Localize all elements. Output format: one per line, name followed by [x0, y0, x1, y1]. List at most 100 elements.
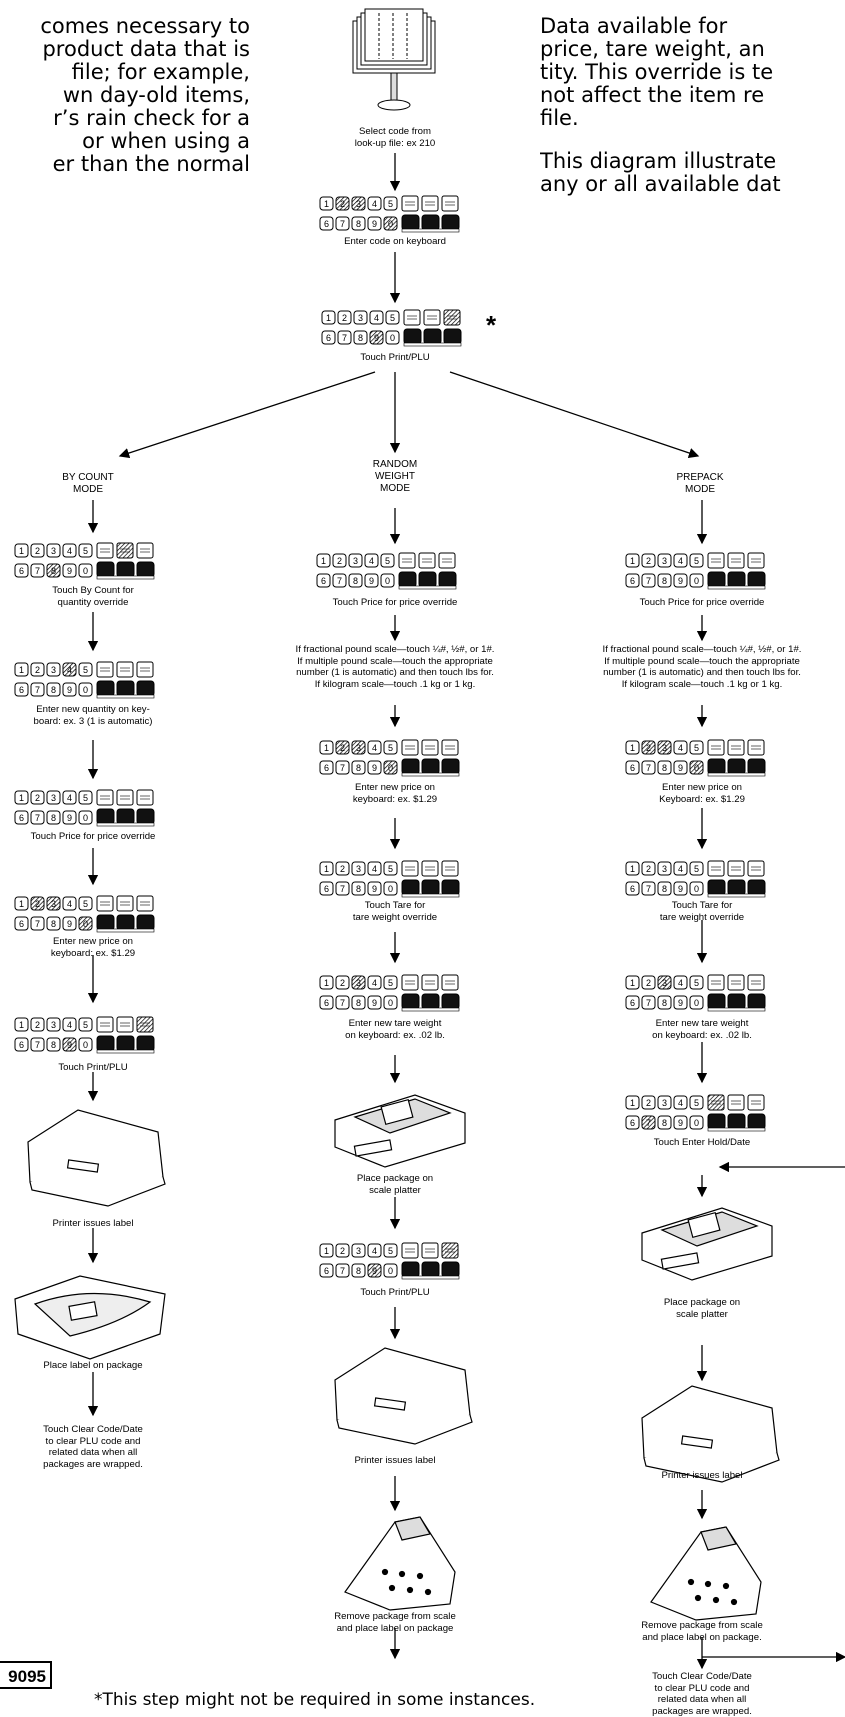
keypad-key: 9 — [62, 916, 77, 931]
keypad-key: 4 — [673, 975, 688, 990]
svg-text:4: 4 — [67, 546, 72, 556]
svg-text:8: 8 — [356, 884, 361, 894]
svg-text:5: 5 — [388, 743, 393, 753]
enter-clear-key — [418, 571, 437, 588]
enter-clear-key — [116, 1035, 135, 1052]
function-key — [96, 542, 114, 559]
function-key — [727, 552, 745, 569]
keypad-key: 4 — [369, 310, 384, 325]
keypad-key: 2 — [641, 740, 656, 755]
enter-clear-key — [96, 680, 115, 697]
svg-text:2: 2 — [35, 1020, 40, 1030]
enter-clear-key — [441, 993, 460, 1010]
svg-text:5: 5 — [694, 743, 699, 753]
svg-text:2: 2 — [646, 864, 651, 874]
svg-text:4: 4 — [678, 743, 683, 753]
keypad-key: 6 — [319, 1263, 334, 1278]
function-key — [418, 552, 436, 569]
svg-text:2: 2 — [337, 556, 342, 566]
label-random-4: Touch Tare for tare weight override — [352, 900, 438, 923]
keypad-key: 7 — [335, 760, 350, 775]
function-key — [136, 1016, 154, 1033]
label-prepack-5: Enter new tare weight on keyboard: ex. .… — [652, 1018, 752, 1041]
svg-text:6: 6 — [630, 998, 635, 1008]
mode-random-weight: RANDOM WEIGHT MODE — [372, 459, 418, 494]
keypad-key: 1 — [319, 975, 334, 990]
svg-text:6: 6 — [324, 763, 329, 773]
function-key — [116, 1016, 134, 1033]
function-key — [116, 789, 134, 806]
keypad-key: 0 — [689, 573, 704, 588]
keypad-key: 8 — [351, 216, 366, 231]
function-key — [421, 974, 439, 991]
function-key — [421, 860, 439, 877]
svg-text:8: 8 — [51, 1040, 56, 1050]
enter-clear-key — [423, 328, 442, 345]
keypad-key: 4 — [367, 196, 382, 211]
svg-text:0: 0 — [83, 1040, 88, 1050]
keypad-key: 5 — [689, 1095, 704, 1110]
keypad-key: 4 — [673, 740, 688, 755]
svg-text:0: 0 — [388, 763, 393, 773]
function-key — [96, 895, 114, 912]
document-number-box: 9095 — [0, 1661, 52, 1689]
svg-text:1: 1 — [324, 743, 329, 753]
keypad-key: 7 — [335, 881, 350, 896]
keypad-key: 9 — [364, 573, 379, 588]
function-key — [707, 860, 725, 877]
svg-text:3: 3 — [358, 313, 363, 323]
svg-text:2: 2 — [646, 556, 651, 566]
function-key — [747, 860, 765, 877]
keypad-key: 4 — [62, 543, 77, 558]
svg-text:9: 9 — [374, 333, 379, 343]
function-key — [727, 860, 745, 877]
printer-illustration-random — [334, 1347, 473, 1445]
enter-clear-key — [441, 879, 460, 896]
svg-text:7: 7 — [35, 919, 40, 929]
keypad-key: 6 — [319, 995, 334, 1010]
keypad-key: 2 — [335, 975, 350, 990]
enter-clear-key — [747, 1113, 766, 1130]
svg-text:2: 2 — [35, 793, 40, 803]
svg-text:3: 3 — [356, 743, 361, 753]
svg-text:7: 7 — [646, 763, 651, 773]
svg-text:0: 0 — [83, 813, 88, 823]
svg-text:2: 2 — [35, 546, 40, 556]
svg-text:9: 9 — [67, 813, 72, 823]
function-key — [707, 552, 725, 569]
svg-text:5: 5 — [694, 864, 699, 874]
enter-clear-key — [441, 1261, 460, 1278]
svg-text:3: 3 — [356, 199, 361, 209]
keypad-key: 5 — [383, 975, 398, 990]
keypad-key: 9 — [673, 760, 688, 775]
keypad-key: 2 — [335, 740, 350, 755]
keypad-key: 0 — [78, 1037, 93, 1052]
keypad-key: 5 — [78, 543, 93, 558]
label-count-6: Printer issues label — [52, 1218, 134, 1229]
keypad-key: 1 — [625, 975, 640, 990]
footnote: *This step might not be required in some… — [94, 1690, 536, 1710]
keypad-key: 2 — [30, 1017, 45, 1032]
svg-text:0: 0 — [388, 998, 393, 1008]
keypad-key: 3 — [657, 740, 672, 755]
svg-text:4: 4 — [67, 1020, 72, 1030]
keypad-key: 9 — [673, 573, 688, 588]
enter-clear-key — [707, 571, 726, 588]
scale-illustration-random — [334, 1094, 466, 1168]
keypad-key: 6 — [14, 916, 29, 931]
svg-text:0: 0 — [385, 576, 390, 586]
keypad-key: 0 — [78, 682, 93, 697]
keypad-key: 9 — [367, 881, 382, 896]
svg-text:3: 3 — [662, 556, 667, 566]
keypad-key: 8 — [348, 573, 363, 588]
svg-text:7: 7 — [35, 813, 40, 823]
keypad-key: 6 — [319, 881, 334, 896]
label-count-5: Touch Print/PLU — [58, 1062, 128, 1073]
svg-text:1: 1 — [630, 864, 635, 874]
